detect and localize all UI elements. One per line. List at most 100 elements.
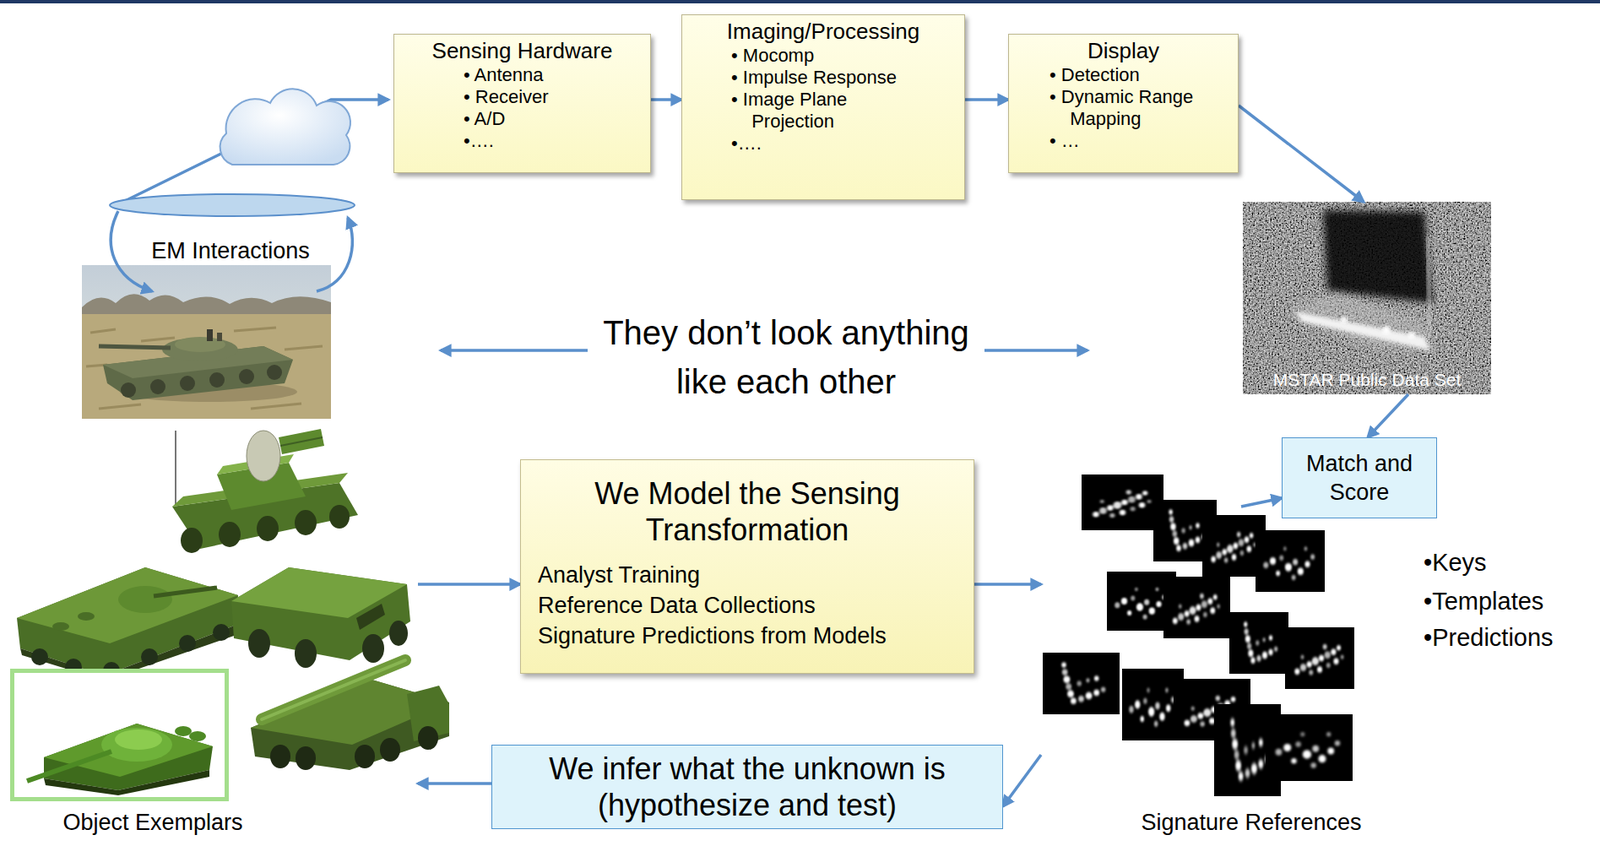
- bullet-item: • …: [1049, 130, 1227, 152]
- flow-arrow: [650, 97, 682, 102]
- node-heading: Signature References: [1140, 808, 1362, 836]
- selected-tank: [12, 671, 228, 800]
- tank-photo: [81, 314, 331, 419]
- signature-group: Signature References: [1041, 506, 1362, 836]
- node-heading: MSTAR Public Data Set: [1242, 369, 1492, 391]
- tank-photo: [86, 327, 323, 409]
- radar-vehicle: [280, 437, 323, 446]
- radar-vehicle: [218, 521, 241, 548]
- node-text: Analyst Training: [537, 559, 957, 591]
- bullet-item: • Receiver: [463, 86, 633, 109]
- tank-photo: [209, 372, 225, 388]
- bmp-vehicle: [31, 648, 49, 666]
- sar-image: [1382, 325, 1391, 335]
- brdm-vehicle: [294, 639, 317, 668]
- node-text: Signature Predictions from Models: [537, 620, 957, 651]
- sar-image-frame: MSTAR Public Data Set: [1242, 201, 1492, 395]
- em-scene: [109, 194, 355, 217]
- tank-photo: [238, 368, 255, 385]
- missile-truck: [261, 660, 406, 720]
- bullet-item: • Dynamic Range Mapping: [1049, 86, 1227, 131]
- radar-vehicle: [294, 509, 317, 536]
- selected-tank: [189, 731, 207, 742]
- bullet-item: • Mocomp: [731, 44, 913, 67]
- top-band: [0, 0, 1600, 4]
- em-scene: [109, 88, 389, 217]
- missile-truck: [261, 660, 406, 720]
- bmp-vehicle: [77, 612, 95, 621]
- bmp-vehicle: [153, 587, 217, 597]
- brdm-vehicle: [231, 567, 411, 668]
- sar-image: [1242, 201, 1492, 395]
- signature-tiles: [1229, 612, 1289, 674]
- brdm-vehicle: [362, 634, 385, 663]
- node-heading: We infer what the unknown is (hypothesiz…: [504, 750, 991, 824]
- tank-photo: [81, 265, 331, 419]
- exemplar-group: Object Exemplars: [10, 422, 418, 836]
- missile-truck: [270, 744, 291, 769]
- missile-truck: [250, 660, 450, 771]
- bullet-item: • Impulse Response: [731, 66, 913, 89]
- em-loops: [110, 211, 152, 292]
- bmp-vehicle: [118, 585, 173, 613]
- sar-image: [1242, 201, 1492, 395]
- node-heading: Match and Score: [1294, 449, 1425, 507]
- infer-box: We infer what the unknown is (hypothesiz…: [491, 744, 1004, 830]
- match-box: Match and Score: [1281, 437, 1438, 519]
- signature-tiles: [1042, 652, 1120, 715]
- bullet-item: •….: [463, 130, 633, 152]
- bullet-label: •Predictions: [1423, 623, 1554, 652]
- em-scene: [220, 88, 351, 165]
- signature-tiles: [1163, 576, 1231, 639]
- flow-arrow: [974, 582, 1042, 586]
- radar-vehicle: [246, 430, 281, 482]
- radar-vehicle: [256, 515, 279, 542]
- radar-vehicle: [278, 428, 325, 455]
- missile-truck: [250, 678, 450, 771]
- signature-tiles: [1285, 627, 1355, 689]
- signature-tiles: [1042, 474, 1355, 797]
- bullet-label: •Templates: [1423, 586, 1544, 616]
- flow-arrow: [965, 97, 1009, 102]
- bmp-vehicle: [52, 622, 70, 631]
- node-text: Reference Data Collections: [537, 590, 957, 621]
- radar-vehicle: [174, 430, 177, 505]
- em-loops: [110, 211, 353, 292]
- flow-arrow: [417, 582, 521, 586]
- sar-image: [1242, 201, 1492, 395]
- model-box: We Model the Sensing TransformationAnaly…: [520, 459, 975, 674]
- bmp-vehicle: [16, 567, 239, 644]
- node-heading: We Model the Sensing Transformation: [537, 475, 957, 548]
- flow-arrow: [1003, 754, 1042, 807]
- flow-arrow: [1367, 394, 1409, 438]
- tank-photo: [81, 265, 331, 419]
- node-heading: Imaging/Processing: [690, 18, 956, 45]
- node-heading: Sensing Hardware: [402, 37, 642, 65]
- signature-tiles: [1081, 474, 1164, 531]
- radar-vehicle: [172, 428, 358, 554]
- tank-photo: [266, 364, 283, 380]
- bullet-item: • Detection: [1049, 64, 1227, 87]
- bmp-vehicle: [212, 623, 230, 641]
- bullet-item: •….: [731, 132, 913, 155]
- tank-photo: [150, 379, 166, 395]
- tank-photo: [216, 332, 223, 342]
- missile-truck: [417, 726, 439, 750]
- bullet-label: •Keys: [1423, 547, 1487, 577]
- tank-photo: [179, 375, 196, 391]
- process-box: Display• Detection• Dynamic Range Mappin…: [1008, 33, 1239, 174]
- tank-photo: [162, 337, 239, 362]
- sar-image: [1340, 316, 1348, 324]
- flow-arrow: [1241, 498, 1282, 507]
- bullet-item: • Antenna: [463, 64, 633, 87]
- sar-image: [1323, 210, 1433, 304]
- sar-image: [1295, 311, 1431, 351]
- selected-tank: [27, 751, 112, 782]
- brdm-vehicle: [248, 629, 271, 658]
- annotation-label: EM Interactions: [147, 237, 314, 265]
- process-box: Imaging/Processing• Mocomp• Impulse Resp…: [681, 14, 966, 201]
- bullet-item: • A/D: [463, 108, 633, 131]
- bmp-vehicle: [16, 567, 239, 681]
- bmp-vehicle: [178, 634, 196, 652]
- signature-tiles: [1255, 530, 1325, 592]
